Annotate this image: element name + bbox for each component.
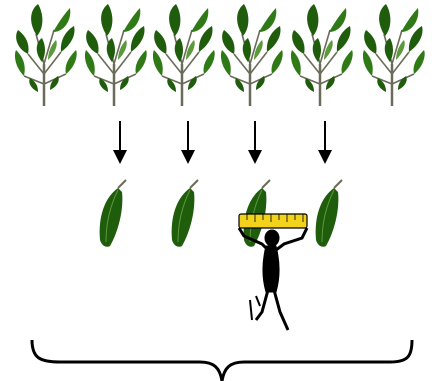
- plant-icon: [83, 2, 148, 108]
- person-icon: [237, 227, 309, 331]
- ruler-icon: [238, 213, 308, 229]
- leaves-row: [98, 179, 343, 248]
- arrows-row: [113, 121, 332, 164]
- brace-icon: [30, 339, 414, 381]
- down-arrow-icon: [248, 121, 262, 164]
- down-arrow-icon: [318, 121, 332, 164]
- leaf-icon: [98, 179, 127, 248]
- leaf-icon: [314, 179, 343, 248]
- down-arrow-icon: [181, 121, 195, 164]
- leaf-icon: [170, 179, 199, 248]
- plant-icon: [219, 2, 284, 108]
- plant-icon: [361, 2, 426, 108]
- plants-row: [13, 2, 426, 108]
- plant-icon: [151, 2, 216, 108]
- person-measuring-leaf: [237, 213, 309, 331]
- plant-icon: [13, 2, 78, 108]
- plant-icon: [289, 2, 354, 108]
- down-arrow-icon: [113, 121, 127, 164]
